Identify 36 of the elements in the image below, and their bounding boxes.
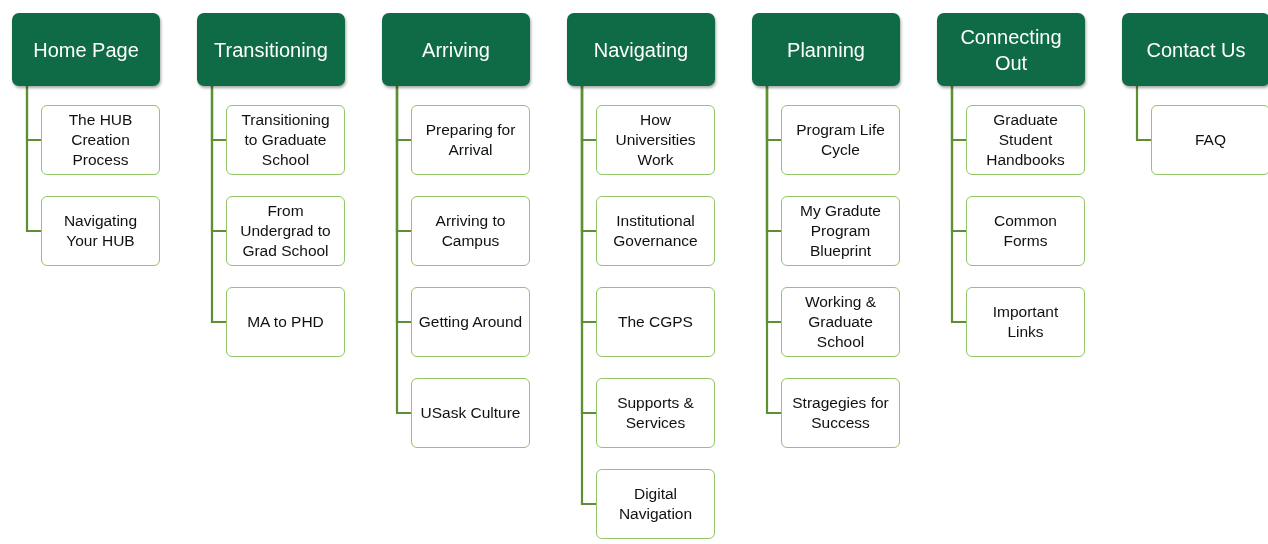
section-header-box: Contact Us xyxy=(1122,13,1268,86)
page-box: The HUB Creation Process xyxy=(41,105,160,175)
section-header-box: Arriving xyxy=(382,13,530,86)
page-box: How Universities Work xyxy=(596,105,715,175)
page-box: Transitioning to Graduate School xyxy=(226,105,345,175)
page-box: Program Life Cycle xyxy=(781,105,900,175)
page-box: Supports & Services xyxy=(596,378,715,448)
section-header-box: Connecting Out xyxy=(937,13,1085,86)
page-box: MA to PHD xyxy=(226,287,345,357)
page-box: Institutional Governance xyxy=(596,196,715,266)
connector-line xyxy=(25,86,41,233)
connector-line xyxy=(210,86,226,324)
section-header-box: Home Page xyxy=(12,13,160,86)
page-box: USask Culture xyxy=(411,378,530,448)
connector-line xyxy=(1135,86,1151,142)
page-box: Working & Graduate School xyxy=(781,287,900,357)
page-box: Common Forms xyxy=(966,196,1085,266)
section-header-box: Transitioning xyxy=(197,13,345,86)
connector-line xyxy=(765,86,781,415)
page-box: Navigating Your HUB xyxy=(41,196,160,266)
page-box: Arriving to Campus xyxy=(411,196,530,266)
section-header-box: Planning xyxy=(752,13,900,86)
section-header-box: Navigating xyxy=(567,13,715,86)
connector-line xyxy=(580,86,596,506)
page-box: Stragegies for Success xyxy=(781,378,900,448)
page-box: My Gradute Program Blueprint xyxy=(781,196,900,266)
page-box: Graduate Student Handbooks xyxy=(966,105,1085,175)
page-box: FAQ xyxy=(1151,105,1268,175)
connector-line xyxy=(950,86,966,324)
page-box: Digital Navigation xyxy=(596,469,715,539)
page-box: From Undergrad to Grad School xyxy=(226,196,345,266)
connector-line xyxy=(395,86,411,415)
page-box: Preparing for Arrival xyxy=(411,105,530,175)
page-box: Getting Around xyxy=(411,287,530,357)
page-box: Important Links xyxy=(966,287,1085,357)
page-box: The CGPS xyxy=(596,287,715,357)
